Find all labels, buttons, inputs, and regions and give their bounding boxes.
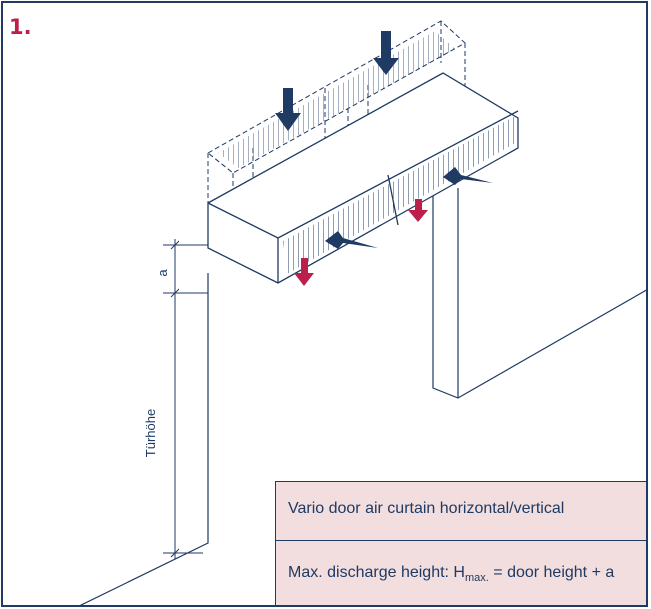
dimension-lines (163, 239, 208, 559)
dashed-grille-pattern (218, 31, 455, 168)
info-formula: Max. discharge height: Hmax. = door heig… (276, 564, 646, 585)
formula-prefix: Max. discharge height: H (288, 564, 465, 581)
formula-suffix: = door height + a (488, 564, 615, 581)
dimension-label-a: a (155, 269, 170, 277)
wall-lines (79, 188, 646, 605)
dimension-labels: a Türhöhe (143, 269, 170, 458)
dimension-label-door-height: Türhöhe (143, 409, 158, 457)
air-curtain-installation-drawing: a Türhöhe (79, 20, 646, 605)
info-divider (276, 540, 646, 541)
formula-subscript: max. (464, 572, 489, 585)
air-discharge-arrows (294, 199, 428, 286)
info-title: Vario door air curtain horizontal/vertic… (288, 500, 565, 517)
info-box: Vario door air curtain horizontal/vertic… (275, 481, 646, 605)
dimension-ticks (170, 240, 180, 558)
step-number: 1. (9, 15, 32, 39)
air-intake-arrows (275, 31, 493, 249)
